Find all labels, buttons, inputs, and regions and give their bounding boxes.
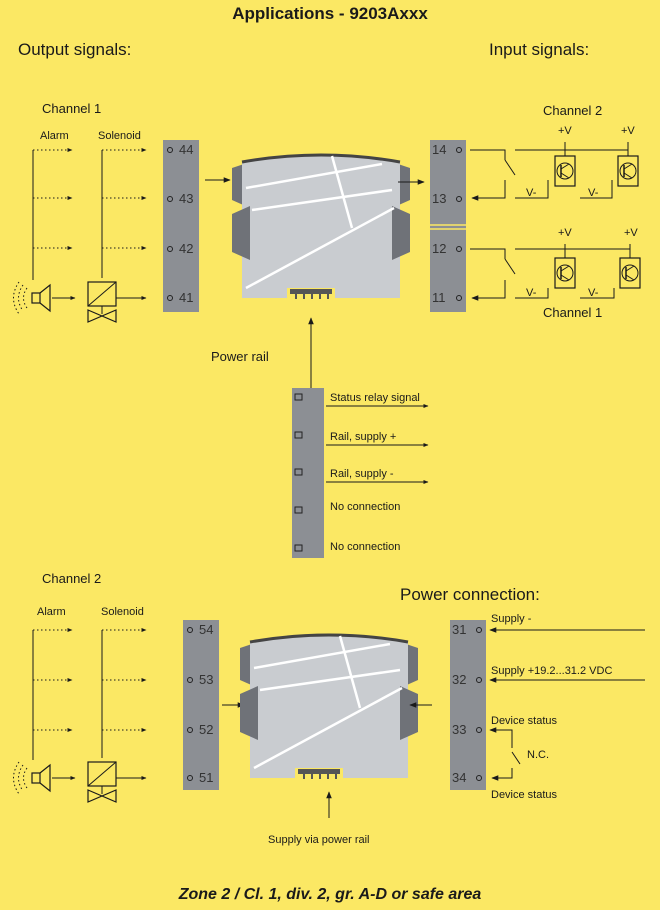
terminal-numbers-top-left: 44 43 42 41 [167,142,193,305]
power-connection-heading: Power connection: [400,585,540,604]
terminal-44: 44 [179,142,193,157]
terminal-11: 11 [432,290,446,305]
supply-via-rail-label: Supply via power rail [268,834,370,846]
terminal-13: 13 [432,191,446,206]
minus-v-label-3: V- [526,287,537,299]
rail-signal-no-connection-2: No connection [330,541,400,553]
input-signals-heading: Input signals: [489,40,589,59]
minus-v-label-2: V- [588,187,599,199]
supply-minus-label: Supply - [491,613,532,625]
channel-label-input-top: Channel 2 [543,103,602,118]
solenoid-label-bottom: Solenoid [101,606,144,618]
terminal-numbers-bottom-right: 31 32 33 34 [452,622,482,785]
sensor-icon-ch1-b [619,243,641,289]
alarm-label-bottom: Alarm [37,606,66,618]
output-signals-heading: Output signals: [18,40,131,59]
power-rail-block [292,388,324,558]
power-connection-wiring [489,627,645,781]
siren-icon-bottom [12,761,51,795]
terminal-31: 31 [452,622,466,637]
terminal-numbers-top-right: 14 13 12 11 [432,142,462,305]
page-title: Applications - 9203Axxx [232,4,428,23]
plus-v-label-3: +V [558,227,572,239]
terminal-53: 53 [199,672,213,687]
alarm-label-top: Alarm [40,130,69,142]
terminal-43: 43 [179,191,193,206]
output-wiring-bottom [32,628,147,780]
supply-plus-label: Supply +19.2...31.2 VDC [491,665,612,677]
plus-v-label-2: +V [621,125,635,137]
power-rail-label: Power rail [211,349,269,364]
terminal-33: 33 [452,722,466,737]
nc-label: N.C. [527,749,549,761]
rail-signal-no-connection-1: No connection [330,501,400,513]
terminal-41: 41 [179,290,193,305]
terminal-numbers-bottom-left: 54 53 52 51 [187,622,213,785]
terminal-34: 34 [452,770,466,785]
terminal-block-bottom-left [183,620,219,790]
terminal-42: 42 [179,241,193,256]
power-rail-signals: Status relay signal Rail, supply + Rail,… [326,392,429,553]
channel-label-output-top: Channel 1 [42,101,101,116]
terminal-51: 51 [199,770,213,785]
terminal-52: 52 [199,722,213,737]
siren-icon [12,281,51,315]
rail-signal-status-relay: Status relay signal [330,392,420,404]
minus-v-label-4: V- [588,287,599,299]
isolator-device-top [230,153,412,304]
terminal-block-bottom-right [450,620,486,790]
input-wiring-channel-2 [470,149,629,201]
channel-label-output-bottom: Channel 2 [42,571,101,586]
terminal-12: 12 [432,241,446,256]
rail-signal-supply-plus: Rail, supply + [330,431,396,443]
input-wiring-channel-1 [470,248,631,301]
output-wiring-top [32,148,147,300]
terminal-block-top-left [163,140,199,312]
minus-v-label-1: V- [526,187,537,199]
solenoid-label-top: Solenoid [98,130,141,142]
plus-v-label-1: +V [558,125,572,137]
isolator-device-bottom [238,633,420,784]
sensor-icon-ch2-b [617,141,639,187]
power-rail-connectors [294,393,303,552]
terminal-54: 54 [199,622,213,637]
device-status-label-1: Device status [491,715,558,727]
terminal-block-top-right [430,140,466,312]
plus-v-label-4: +V [624,227,638,239]
rail-signal-supply-minus: Rail, supply - [330,468,394,480]
solenoid-valve-icon-bottom [87,761,117,803]
terminal-32: 32 [452,672,466,687]
device-status-label-2: Device status [491,789,558,801]
terminal-14: 14 [432,142,446,157]
sensor-icon-ch1-a [554,243,576,289]
sensor-icon-ch2-a [554,141,576,187]
channel-label-input-bottom: Channel 1 [543,305,602,320]
solenoid-valve-icon [87,281,117,323]
zone-footer: Zone 2 / Cl. 1, div. 2, gr. A-D or safe … [178,886,482,903]
